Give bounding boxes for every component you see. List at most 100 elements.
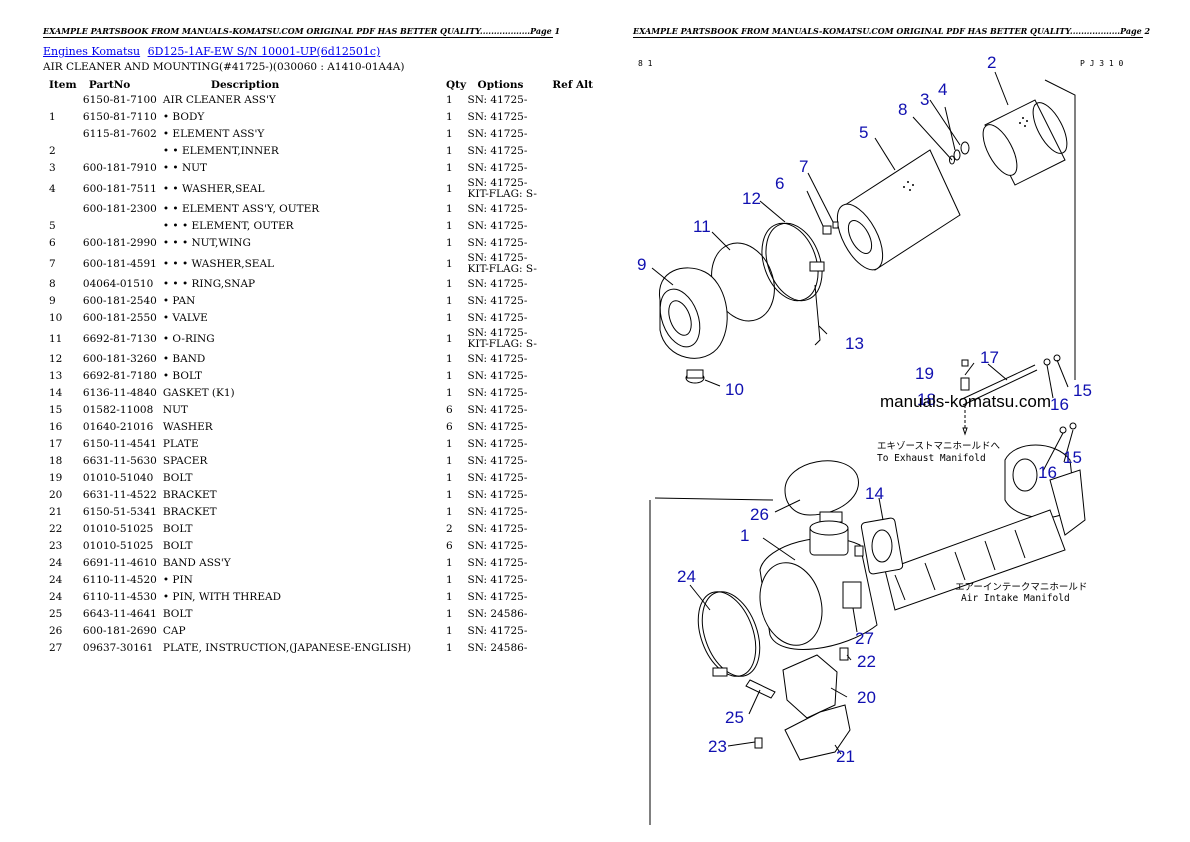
leader-lines <box>651 71 1074 755</box>
callout-12: 12 <box>742 189 761 208</box>
cell-ref-alt <box>546 385 595 402</box>
callout-19: 19 <box>915 364 934 383</box>
cell-options: SN: 41725- <box>468 310 547 327</box>
option-kit-flag: KIT-FLAG: S- <box>467 188 537 200</box>
col-partno: PartNo <box>88 78 131 91</box>
cell-item: 25 <box>49 608 63 620</box>
callout-17: 17 <box>980 348 999 367</box>
cell-item: 22 <box>49 523 63 535</box>
cell-ref-alt <box>546 276 595 293</box>
cell-qty: 1 <box>446 128 453 140</box>
callout-14: 14 <box>865 484 884 503</box>
cell-qty: 2 <box>446 523 453 535</box>
breadcrumb-link-engines[interactable]: Engines Komatsu <box>43 45 141 58</box>
option-sn: SN: 41725- <box>467 591 528 603</box>
cell-item: 12 <box>49 353 63 365</box>
cell-description: • PIN, WITH THREAD <box>162 591 281 603</box>
cell-item: 18 <box>49 455 63 467</box>
parts-list-page: EXAMPLE PARTSBOOK FROM MANUALS-KOMATSU.C… <box>43 26 595 657</box>
cell-description: • • • RING,SNAP <box>162 278 256 290</box>
cell-ref-alt <box>546 402 595 419</box>
option-sn: SN: 41725- <box>467 145 528 157</box>
option-sn: SN: 41725- <box>467 489 528 501</box>
cell-qty: 6 <box>446 540 453 552</box>
callout-22: 22 <box>857 652 876 671</box>
cell-item: 24 <box>49 574 63 586</box>
intake-label-jp: エアーインテークマニホールド <box>955 582 1087 593</box>
option-sn: SN: 41725- <box>467 94 528 106</box>
cell-item: 2 <box>49 145 56 157</box>
valve-drawing <box>685 369 705 384</box>
option-sn: SN: 41725- <box>467 220 528 232</box>
cell-ref-alt <box>546 327 595 351</box>
cell-item: 24 <box>49 557 63 569</box>
option-sn: SN: 41725- <box>467 387 528 399</box>
option-sn: SN: 41725- <box>467 295 528 307</box>
exhaust-label-en: To Exhaust Manifold <box>877 453 986 464</box>
cell-partno: 600-181-7910 <box>82 162 157 174</box>
cell-item: 15 <box>49 404 63 416</box>
callout-11: 11 <box>693 217 711 236</box>
cell-partno: 01010-51025 <box>82 523 154 535</box>
cell-qty: 1 <box>446 625 453 637</box>
cell-description: BRACKET <box>162 489 217 501</box>
option-sn: SN: 41725- <box>467 506 528 518</box>
cell-options: SN: 41725- <box>468 109 547 126</box>
cell-qty: 1 <box>446 370 453 382</box>
exploded-diagram: 8 1 P J 3 1 0 <box>637 53 1124 825</box>
cell-ref-alt <box>546 419 595 436</box>
cell-item: 27 <box>49 642 63 654</box>
option-sn: SN: 41725- <box>467 421 528 433</box>
cell-qty: 1 <box>446 111 453 123</box>
option-sn: SN: 41725- <box>467 237 528 249</box>
cell-qty: 1 <box>446 162 453 174</box>
callout-8: 8 <box>898 100 907 119</box>
cell-qty: 1 <box>446 387 453 399</box>
cell-qty: 1 <box>446 312 453 324</box>
cell-partno: 600-181-7511 <box>82 182 157 195</box>
cell-description: AIR CLEANER ASS'Y <box>162 94 276 106</box>
body-drawing <box>759 520 878 650</box>
option-sn: SN: 41725- <box>467 162 528 174</box>
cell-partno: 01582-11008 <box>82 404 154 416</box>
cell-options: SN: 41725-KIT-FLAG: S- <box>468 177 547 201</box>
callout-7: 7 <box>799 157 808 176</box>
manifold-drawing <box>884 444 1086 611</box>
cell-description: • • ELEMENT,INNER <box>162 145 279 157</box>
cell-description: • • • NUT,WING <box>162 237 251 249</box>
cell-partno: 6631-11-4522 <box>82 489 157 501</box>
cell-options: SN: 41725- <box>468 385 547 402</box>
watermark: manuals-komatsu.com <box>880 392 1051 411</box>
wing-nut-drawing <box>822 221 839 235</box>
cell-item: 14 <box>49 387 63 399</box>
cell-description: • O-RING <box>162 332 215 345</box>
breadcrumb-link-model[interactable]: 6D125-1AF-EW S/N 10001-UP(6d12501c) <box>147 45 381 58</box>
cell-ref-alt <box>546 487 595 504</box>
cell-item: 10 <box>49 312 63 324</box>
cell-qty: 1 <box>446 591 453 603</box>
cell-ref-alt <box>546 310 595 327</box>
parts-table: Item PartNo Description Qty Options Ref … <box>43 77 595 657</box>
cell-ref-alt <box>546 453 595 470</box>
cell-partno: 6150-81-7110 <box>82 111 157 123</box>
cell-options: SN: 41725- <box>468 126 547 143</box>
cell-options: SN: 24586- <box>468 606 547 623</box>
cell-ref-alt <box>546 351 595 368</box>
cell-ref-alt <box>546 572 595 589</box>
callout-6: 6 <box>775 174 784 193</box>
cell-ref-alt <box>546 623 595 640</box>
option-sn: SN: 41725- <box>467 455 528 467</box>
cell-options: SN: 24586- <box>468 640 547 657</box>
cell-description: BOLT <box>162 523 193 535</box>
cell-qty: 1 <box>446 237 453 249</box>
cell-ref-alt <box>546 521 595 538</box>
cell-partno: 600-181-2300 <box>82 203 157 215</box>
